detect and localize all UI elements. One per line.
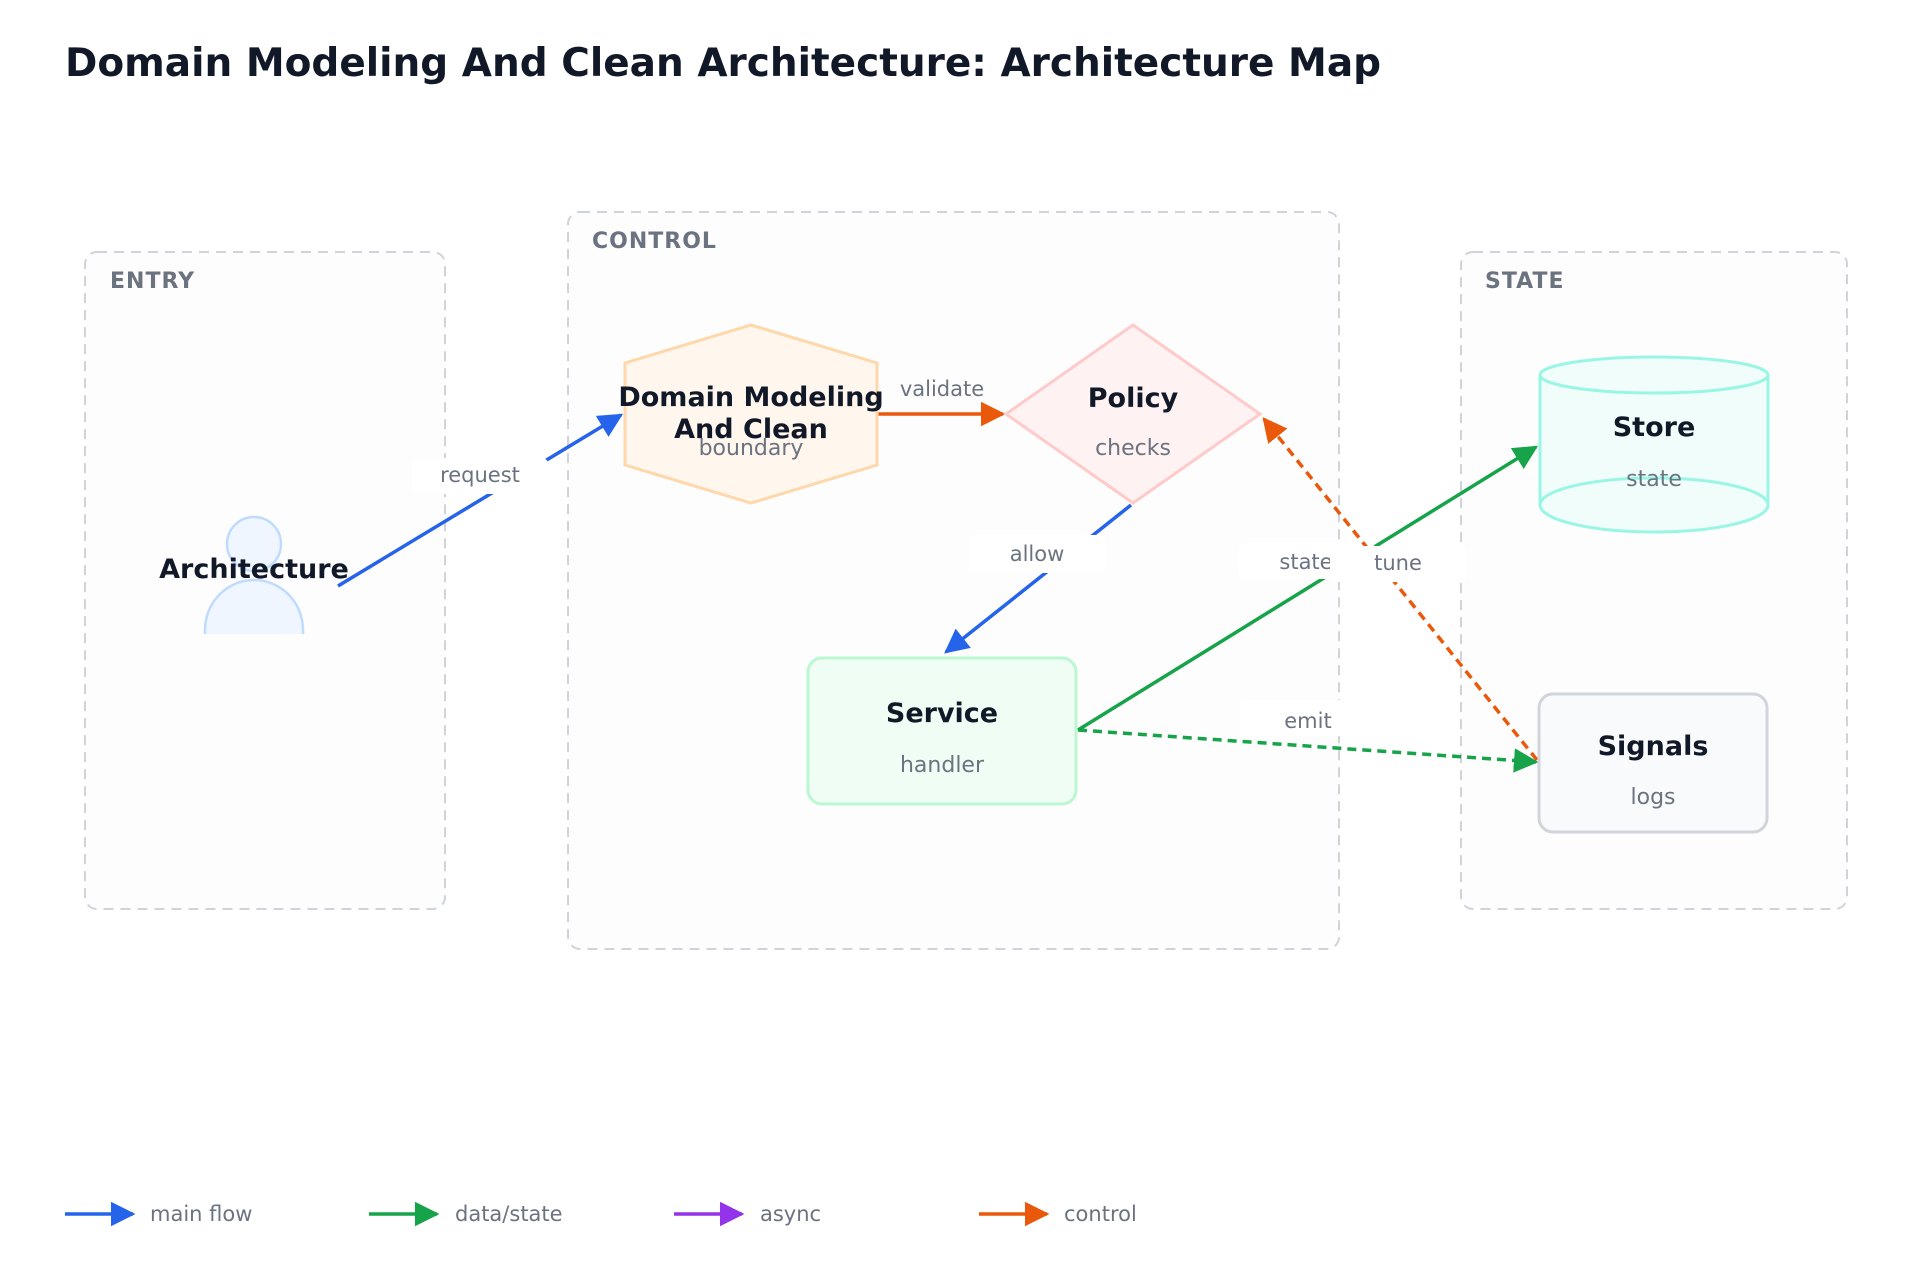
group-entry-label: ENTRY — [110, 269, 195, 294]
group-control: CONTROL — [567, 211, 1340, 950]
legend-item-data-state: data/state — [369, 1201, 563, 1227]
edge-request: request — [337, 413, 624, 588]
node-store-subtitle: state — [1626, 467, 1682, 492]
edge-validate-label: validate — [900, 377, 984, 401]
group-state-label: STATE — [1485, 269, 1565, 294]
edge-allow: allow — [944, 503, 1133, 654]
boundary-hexagon — [623, 323, 879, 505]
edge-allow-label: allow — [1010, 542, 1065, 566]
edge-state-label: state — [1279, 550, 1332, 574]
node-boundary[interactable]: Domain Modeling And Clean boundary — [618, 323, 884, 505]
node-signals-title: Signals — [1598, 731, 1709, 762]
legend-label: async — [760, 1202, 821, 1226]
page-title: Domain Modeling And Clean Architecture: … — [65, 41, 1381, 86]
node-boundary-subtitle: boundary — [699, 436, 804, 461]
edge-tune: tune — [1262, 417, 1539, 762]
policy-diamond — [1003, 323, 1263, 505]
edge-request-label-bg — [412, 458, 548, 494]
edge-emit-line — [1077, 728, 1539, 773]
legend-item-control: control — [979, 1201, 1137, 1227]
edge-emit: emit — [1077, 700, 1539, 773]
legend-label: control — [1064, 1202, 1137, 1226]
node-store-title: Store — [1613, 412, 1696, 443]
node-service-subtitle: handler — [900, 753, 985, 778]
node-boundary-title-line2: And Clean — [674, 414, 828, 445]
legend-label: main flow — [150, 1202, 252, 1226]
edge-request-line — [337, 413, 624, 588]
node-store[interactable]: Store state — [1538, 355, 1770, 534]
node-service[interactable]: Service handler — [806, 656, 1078, 806]
edge-request-label: request — [440, 463, 520, 487]
signals-box — [1537, 692, 1769, 834]
node-architecture-title: Architecture — [159, 554, 349, 585]
database-icon — [1538, 355, 1770, 534]
legend-item-async: async — [674, 1201, 821, 1227]
service-box — [806, 656, 1078, 806]
node-signals[interactable]: Signals logs — [1537, 692, 1769, 834]
node-policy-title: Policy — [1088, 383, 1179, 414]
legend-item-main-flow: main flow — [65, 1201, 252, 1227]
node-boundary-title-line1: Domain Modeling — [618, 382, 883, 413]
person-icon — [203, 515, 305, 634]
edge-allow-label-bg — [969, 535, 1105, 573]
node-architecture[interactable]: Architecture — [159, 515, 349, 634]
legend: main flow data/state async control — [65, 1201, 1137, 1227]
legend-label: data/state — [455, 1202, 563, 1226]
edge-validate: validate — [878, 377, 1006, 427]
edge-tune-line — [1262, 417, 1539, 762]
node-signals-subtitle: logs — [1631, 785, 1676, 810]
edge-tune-label: tune — [1374, 551, 1422, 575]
group-control-label: CONTROL — [592, 229, 717, 254]
edge-tune-label-bg — [1330, 546, 1466, 582]
edge-emit-label-bg — [1240, 700, 1376, 736]
node-policy[interactable]: Policy checks — [1003, 323, 1263, 505]
edge-state-line — [1077, 445, 1539, 732]
edge-allow-line — [944, 503, 1133, 654]
edge-emit-label: emit — [1284, 709, 1331, 733]
node-service-title: Service — [886, 698, 998, 729]
node-policy-subtitle: checks — [1095, 436, 1171, 461]
